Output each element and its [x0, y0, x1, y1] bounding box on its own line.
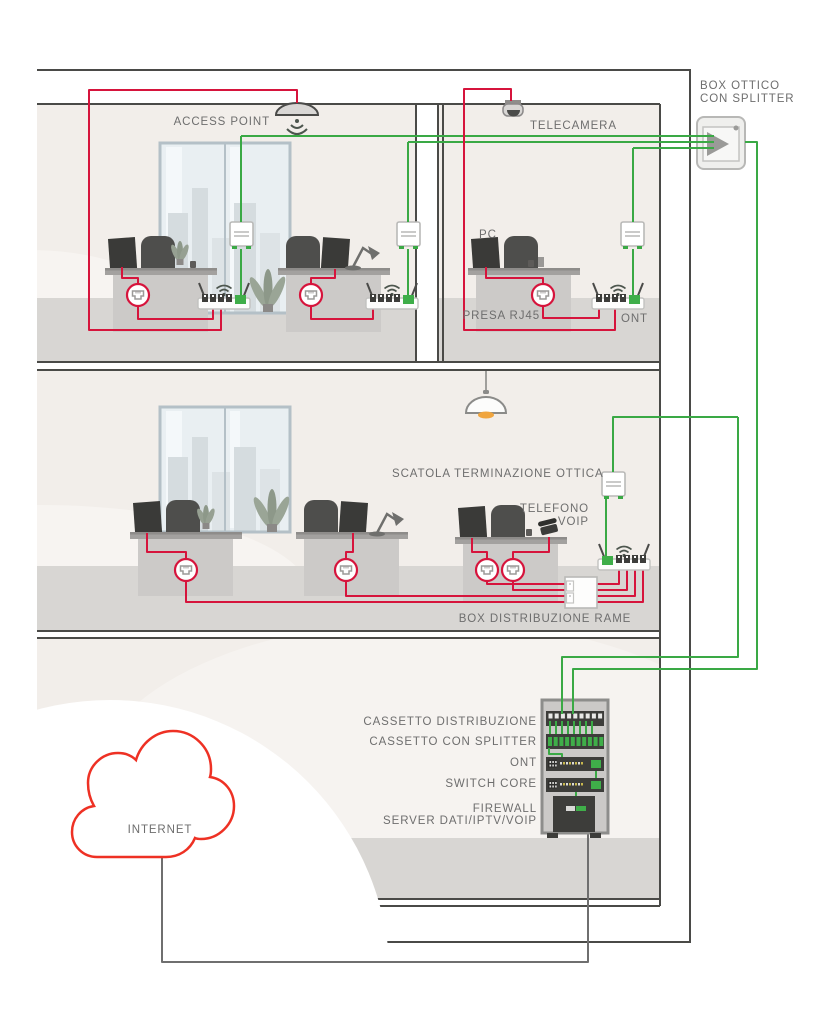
scatola-label: SCATOLA TERMINAZIONE OTTICA: [392, 468, 604, 480]
pc-label: PC: [479, 229, 497, 241]
pendant-lamp-icon: [464, 371, 508, 419]
ont-rack-switch: [546, 757, 604, 771]
rj45-socket-icon: [125, 282, 151, 308]
voip-phone-icon: [538, 518, 558, 536]
rack-label-cassetto-con-splitter: CASSETTO CON SPLITTER: [369, 736, 537, 748]
internet-cloud-icon: [70, 729, 236, 859]
rj45-socket-icon: [333, 557, 359, 583]
rj45-socket-icon: [173, 557, 199, 583]
rj45-socket-icon: [500, 557, 526, 583]
presa-rj45-label: PRESA RJ45: [462, 310, 540, 322]
copper-distribution-box-icon: [564, 576, 598, 609]
firewall-server-tower: [553, 796, 595, 832]
optical-termination-box-icon: [601, 471, 626, 500]
fiber-feeds: [561, 141, 758, 714]
telefono-label-1: TELEFONO: [519, 503, 589, 515]
server-rack: [540, 698, 610, 838]
box-rame-label: BOX DISTRIBUZIONE RAME: [458, 613, 632, 625]
telefono-label-2: VOIP: [557, 516, 589, 528]
access-point-label: ACCESS POINT: [173, 116, 270, 128]
box-ottico-label-2: CON SPLITTER: [700, 93, 795, 105]
rack-label-server: SERVER DATI/IPTV/VOIP: [383, 815, 537, 827]
rack-label-cassetto-distribuzione: CASSETTO DISTRIBUZIONE: [363, 716, 537, 728]
rj45-socket-icon: [474, 557, 500, 583]
termination-box-icon: [396, 221, 421, 250]
termination-box-icon: [229, 221, 254, 250]
rack-label-firewall: FIREWALL: [472, 803, 537, 815]
box-ottico-label-1: BOX OTTICO: [700, 80, 780, 92]
rack-label-switch-core: SWITCH CORE: [445, 778, 537, 790]
copper-lines: [88, 88, 644, 603]
fiber-lines: [240, 135, 738, 556]
switch-core: [546, 778, 604, 792]
internet-label: INTERNET: [127, 824, 193, 836]
ont-floor-label: ONT: [621, 313, 648, 325]
camera-icon: [502, 100, 524, 117]
internet-line: [161, 810, 589, 963]
access-point-icon: [274, 102, 320, 135]
desks: [105, 236, 580, 601]
termination-box-icon: [620, 221, 645, 250]
rj45-socket-icon: [530, 282, 556, 308]
rack-label-ont: ONT: [510, 757, 537, 769]
rj45-socket-icon: [298, 282, 324, 308]
telecamera-label: TELECAMERA: [530, 120, 617, 132]
